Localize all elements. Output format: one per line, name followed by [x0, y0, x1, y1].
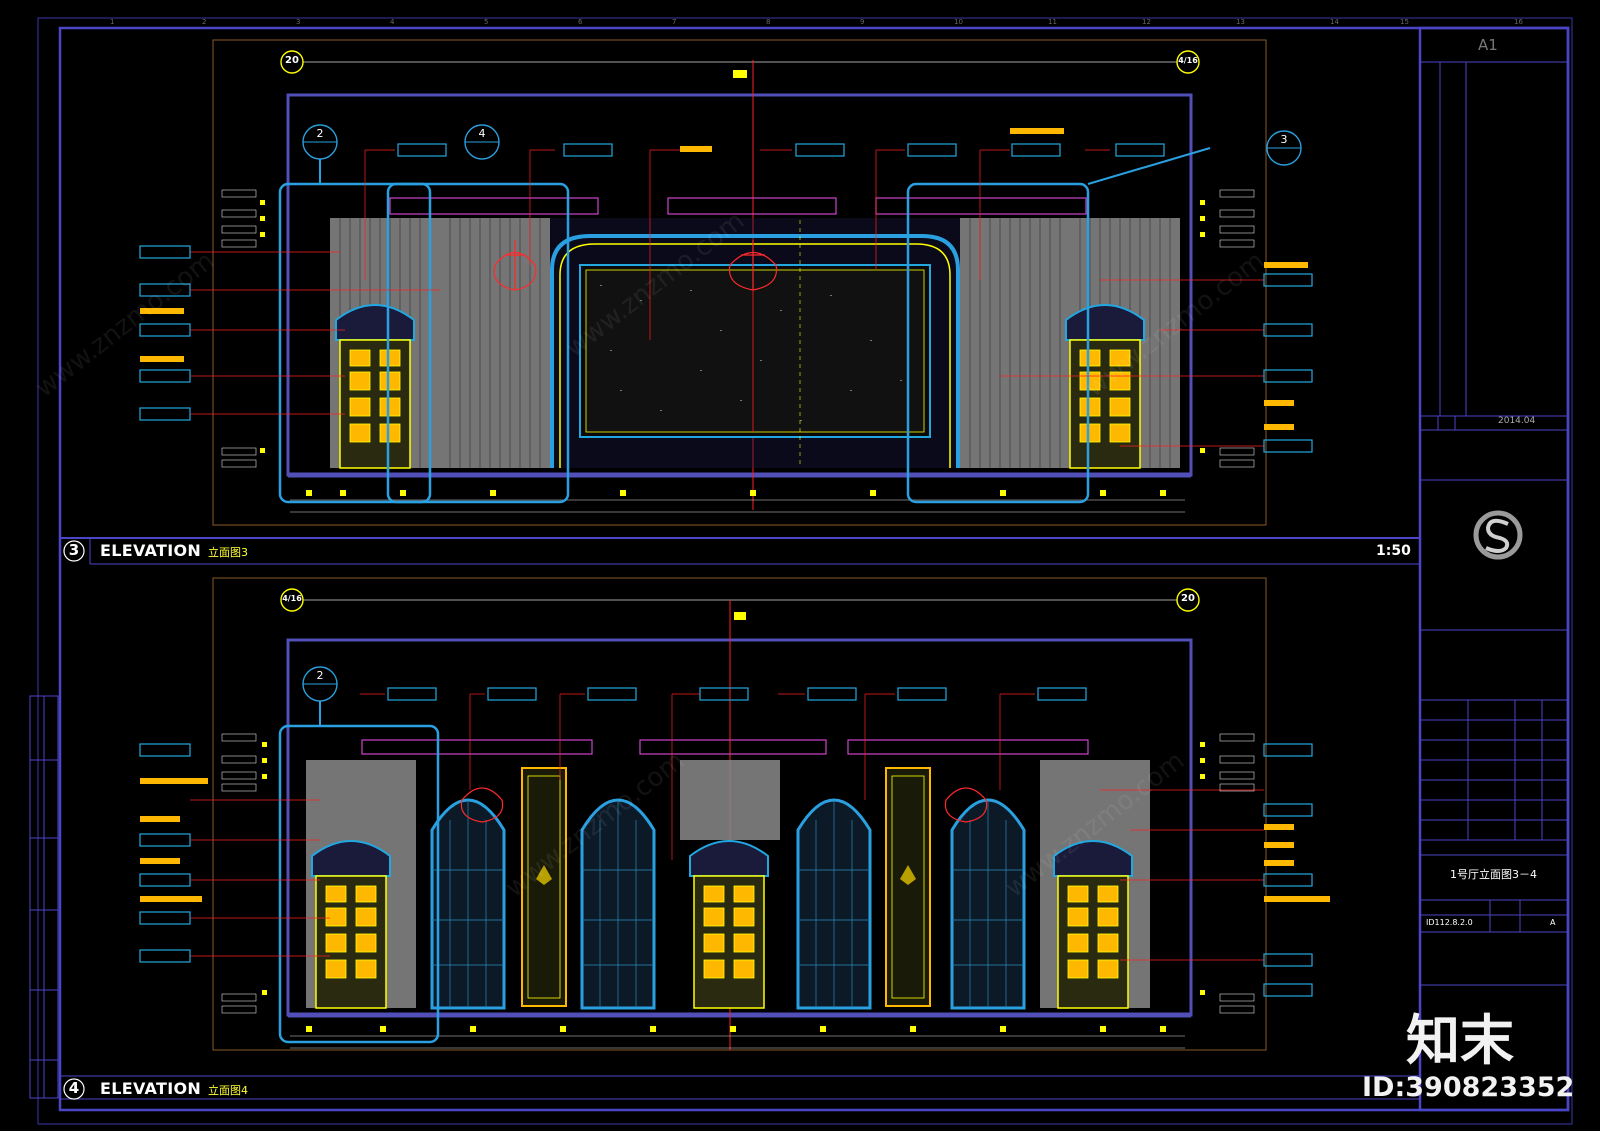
detail-ref-e3-c: 3	[1280, 133, 1288, 146]
e4-arched-window-4	[950, 798, 1026, 1010]
detail-ref-e4-a: 2	[316, 669, 324, 682]
e3-right-door	[1065, 304, 1145, 469]
e3-left-door	[335, 304, 415, 469]
ruler-mark: 7	[672, 18, 677, 26]
ruler-mark: 14	[1330, 18, 1339, 26]
e4-arched-window-3	[796, 798, 872, 1010]
binding-strip	[29, 695, 59, 1099]
scale-label: 1:50	[1376, 543, 1411, 559]
grid-bubble-e3-left: 20	[285, 55, 299, 66]
ruler-mark: 9	[860, 18, 865, 26]
grid-bubble-e4-right: 20	[1181, 593, 1195, 604]
title-block	[1418, 26, 1570, 1112]
ruler-mark: 2	[202, 18, 207, 26]
e4-arched-window-1	[430, 798, 506, 1010]
sheet-title: 1号厅立面图3－4	[1450, 868, 1537, 881]
ruler-mark: 11	[1048, 18, 1057, 26]
elevation-3-title-cn: 立面图3	[208, 546, 248, 559]
ruler-mark: 10	[954, 18, 963, 26]
ruler-mark: 5	[484, 18, 489, 26]
elevation-3-title: ELEVATION	[100, 541, 202, 560]
e4-door-center	[689, 840, 769, 1009]
watermark-id: ID:390823352	[1362, 1072, 1575, 1103]
revision: A	[1550, 918, 1556, 927]
elevation-4-number: 4	[68, 1079, 80, 1097]
detail-ref-circles	[302, 124, 1302, 702]
elevation-3-drawing	[139, 39, 1313, 526]
grid-bubble-e4-left: 4/16	[282, 594, 302, 603]
detail-ref-e3-b: 4	[478, 127, 486, 140]
e4-door-right	[1053, 840, 1133, 1009]
e4-arched-window-2	[580, 798, 656, 1010]
ruler-mark: 8	[766, 18, 771, 26]
company-logo	[1473, 510, 1523, 560]
sheet-date: 2014.04	[1498, 416, 1536, 426]
sheet-size-code: A1	[1478, 36, 1498, 54]
elevation-4-title: ELEVATION	[100, 1079, 202, 1098]
ruler-mark: 13	[1236, 18, 1245, 26]
watermark-brand-logo: 知末	[1406, 1009, 1514, 1072]
ruler-mark: 16	[1514, 18, 1523, 26]
grid-bubble-circles	[280, 50, 1200, 612]
detail-ref-e3-a: 2	[316, 127, 324, 140]
ruler-mark: 3	[296, 18, 301, 26]
ruler-mark: 1	[110, 18, 115, 26]
e4-door-left	[311, 840, 391, 1009]
ruler-mark: 4	[390, 18, 395, 26]
elevation-3-title-bar	[60, 537, 1420, 565]
elevation-4-title-bar	[60, 1075, 1420, 1100]
outer-frame	[37, 17, 1573, 1125]
elevation-4-drawing	[139, 577, 1330, 1051]
ruler-mark: 15	[1400, 18, 1409, 26]
top-ruler: 1 2 3 4 5 6 7 8 9 10 11 12 13 14 15 16	[110, 18, 1523, 28]
grid-bubble-e3-right: 4/16	[1178, 56, 1198, 65]
drawing-number: ID112.8.2.0	[1426, 918, 1473, 927]
elevation-4-title-cn: 立面图4	[208, 1084, 248, 1097]
elevation-3-number: 3	[68, 541, 80, 559]
ruler-mark: 12	[1142, 18, 1151, 26]
ruler-mark: 6	[578, 18, 583, 26]
